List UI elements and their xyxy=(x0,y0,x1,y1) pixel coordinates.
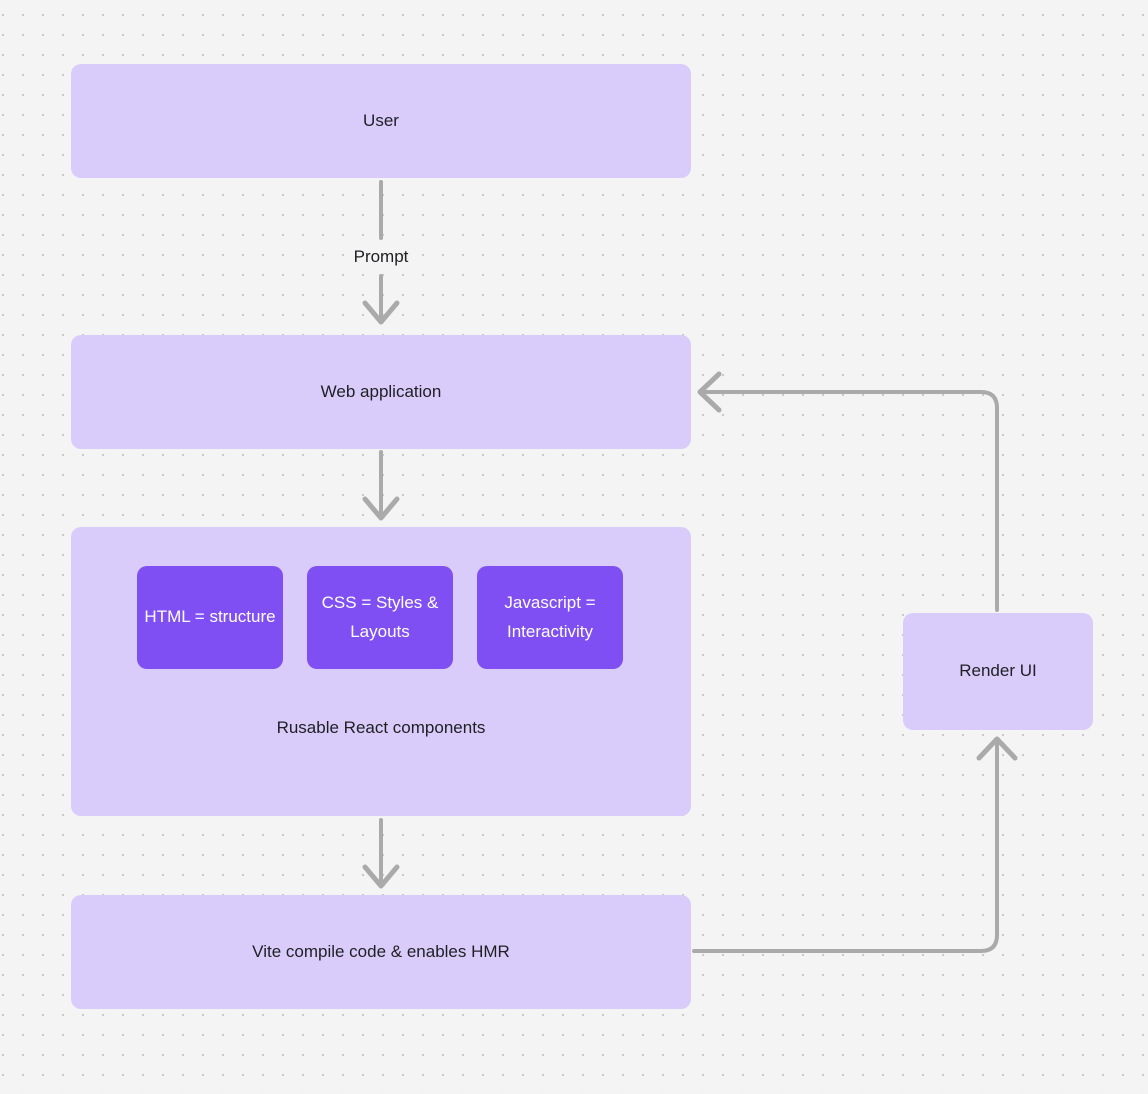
node-vite-label: Vite compile code & enables HMR xyxy=(252,941,510,961)
edge-render-to-webapp xyxy=(697,371,999,612)
node-render-ui[interactable]: Render UI xyxy=(903,613,1093,730)
arrowhead-down-icon xyxy=(362,496,400,521)
chip-html-label: HTML = structure xyxy=(144,607,276,627)
arrowhead-up-icon xyxy=(976,736,1018,761)
arrowhead-down-icon xyxy=(362,300,400,325)
chip-row: HTML = structure CSS = Styles & Layouts … xyxy=(137,566,624,669)
node-web-application-label: Web application xyxy=(320,381,442,401)
node-user[interactable]: User xyxy=(71,64,691,178)
node-web-application[interactable]: Web application xyxy=(71,335,691,449)
node-render-ui-label: Render UI xyxy=(959,661,1037,681)
edge-vite-to-render xyxy=(692,736,1018,953)
node-vite[interactable]: Vite compile code & enables HMR xyxy=(71,895,691,1009)
edge-label-prompt: Prompt xyxy=(353,247,409,266)
chip-html[interactable]: HTML = structure xyxy=(137,566,283,669)
edge-webapp-to-components xyxy=(362,450,400,521)
chip-javascript-label: Javascript = Interactivity xyxy=(504,592,596,641)
node-user-label: User xyxy=(363,110,399,130)
node-react-components-caption: Rusable React components xyxy=(276,718,486,737)
chip-css-label: CSS = Styles & Layouts xyxy=(321,592,439,641)
chip-javascript[interactable]: Javascript = Interactivity xyxy=(477,566,623,669)
edge-components-to-vite xyxy=(362,818,400,889)
arrowhead-down-icon xyxy=(362,864,400,889)
arrowhead-left-icon xyxy=(697,371,722,413)
chip-css[interactable]: CSS = Styles & Layouts xyxy=(307,566,453,669)
node-react-components-group[interactable]: HTML = structure CSS = Styles & Layouts … xyxy=(71,527,691,816)
